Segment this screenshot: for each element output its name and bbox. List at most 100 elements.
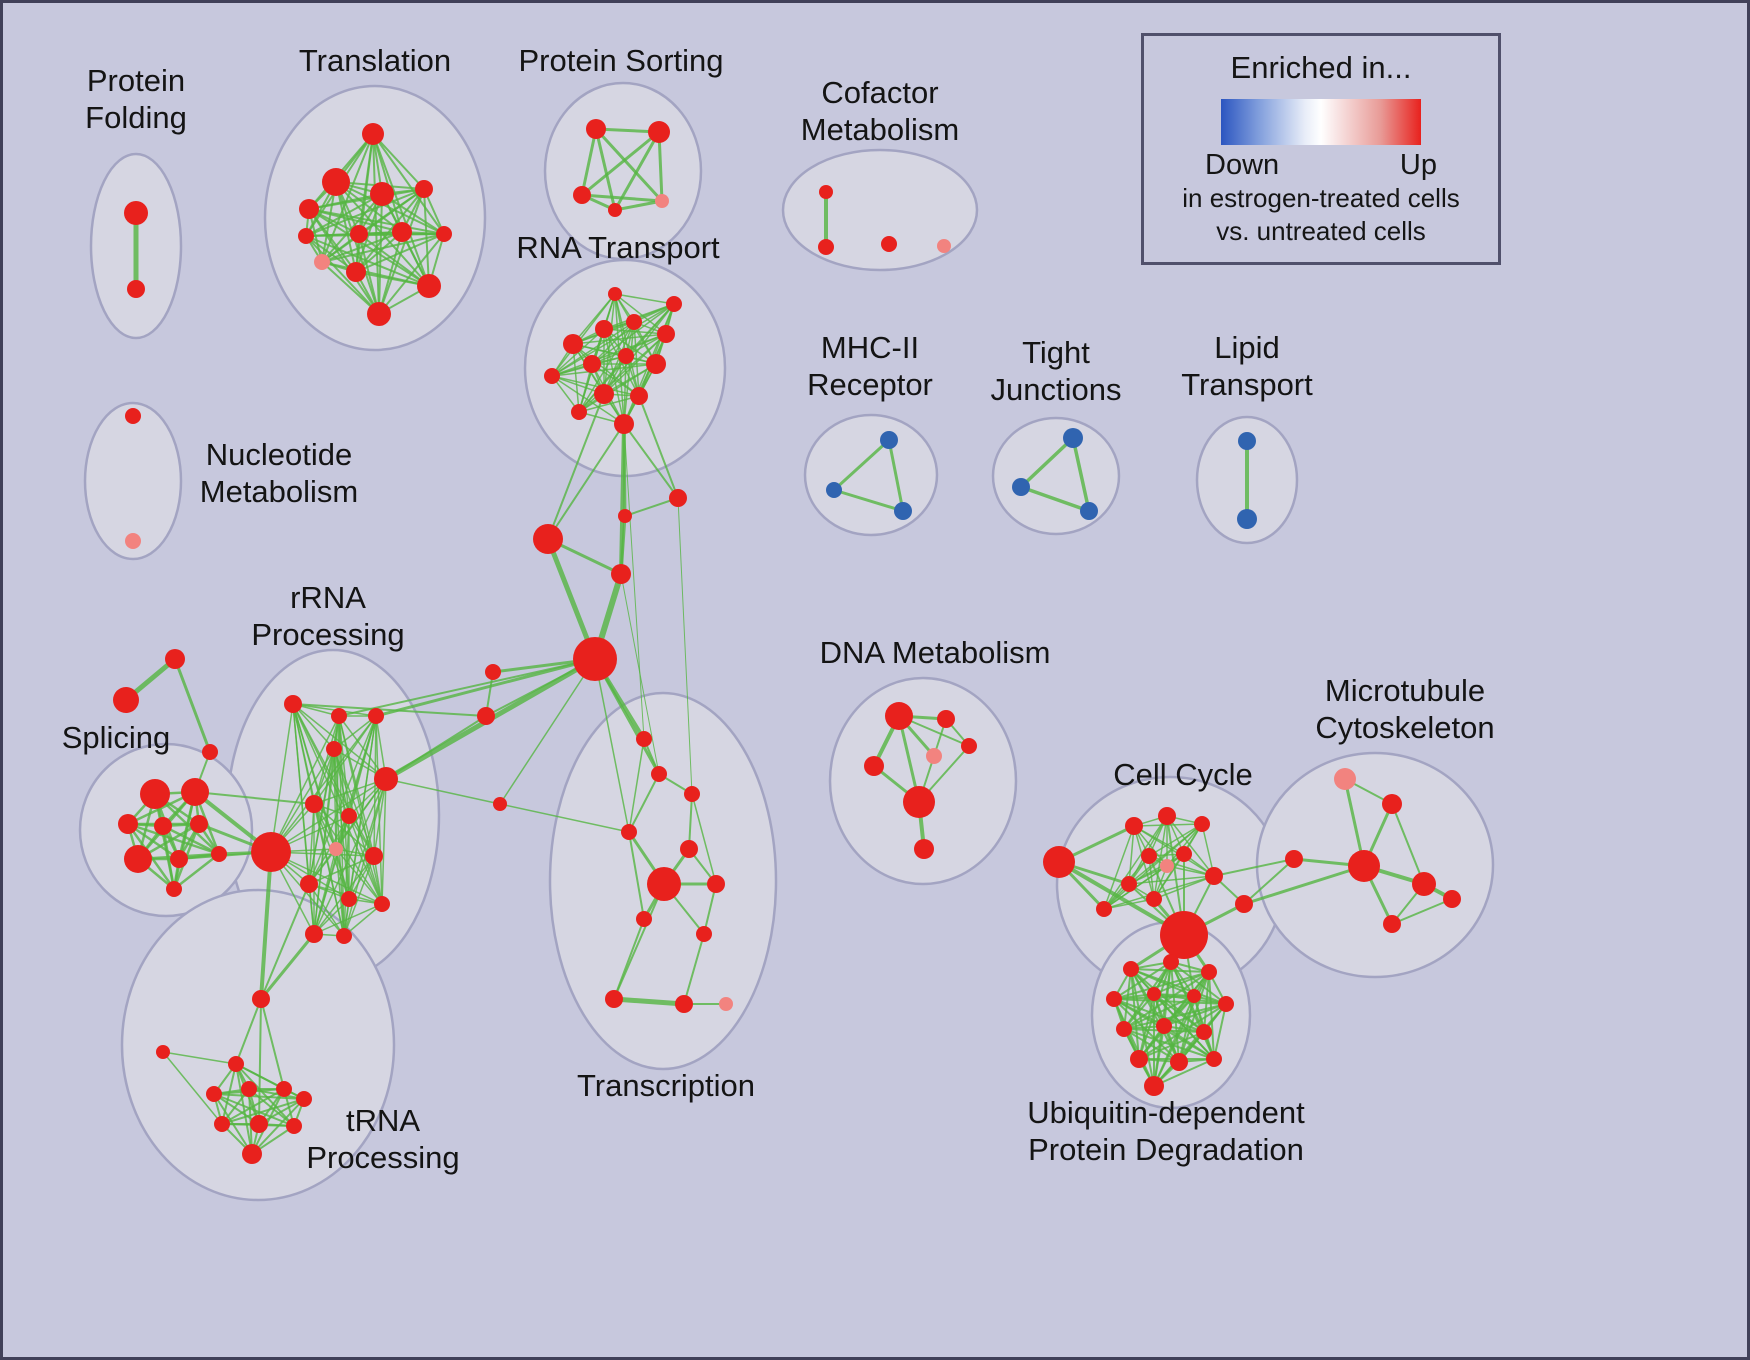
node-tn7 bbox=[214, 1116, 230, 1132]
network-edge bbox=[1153, 995, 1195, 1087]
node-cc2 bbox=[1125, 817, 1143, 835]
network-edge bbox=[305, 235, 380, 315]
cluster-rna-transport-label: RNA Transport bbox=[516, 230, 720, 265]
node-rt6 bbox=[618, 348, 634, 364]
network-edge bbox=[1163, 1025, 1215, 1060]
node-t2 bbox=[113, 687, 139, 713]
network-edge bbox=[343, 815, 350, 937]
node-rt3 bbox=[626, 314, 642, 330]
network-edge bbox=[887, 438, 905, 513]
network-edge bbox=[578, 333, 667, 413]
node-ub1 bbox=[1123, 961, 1139, 977]
network-edge bbox=[355, 271, 430, 287]
node-ps3 bbox=[573, 186, 591, 204]
network-edge bbox=[381, 778, 387, 905]
node-tn6 bbox=[296, 1091, 312, 1107]
node-cc5 bbox=[1141, 848, 1157, 864]
node-sc bbox=[611, 564, 631, 584]
network-edge bbox=[613, 199, 664, 212]
network-edge bbox=[270, 851, 383, 905]
node-cm1 bbox=[819, 185, 833, 199]
network-edge bbox=[1123, 1003, 1227, 1030]
network-edge bbox=[313, 903, 383, 935]
network-edge bbox=[235, 998, 262, 1065]
node-rr14 bbox=[305, 925, 323, 943]
network-edge bbox=[628, 831, 645, 920]
network-edge bbox=[372, 133, 430, 287]
node-tn11 bbox=[156, 1045, 170, 1059]
node-pf2 bbox=[127, 280, 145, 298]
node-rr2 bbox=[331, 708, 347, 724]
node-ub8 bbox=[1116, 1021, 1132, 1037]
network-edge bbox=[305, 188, 425, 237]
node-rt5 bbox=[583, 355, 601, 373]
node-sf bbox=[493, 797, 507, 811]
node-sp6 bbox=[124, 845, 152, 873]
node-sp4 bbox=[154, 817, 172, 835]
network-edge bbox=[308, 815, 350, 885]
network-edge bbox=[308, 883, 345, 937]
network-edge bbox=[688, 793, 693, 850]
node-rr4 bbox=[326, 741, 342, 757]
network-edge bbox=[321, 261, 380, 315]
node-ub14 bbox=[1144, 1076, 1164, 1096]
network-edge bbox=[578, 293, 616, 413]
cluster-translation-label: Translation bbox=[299, 43, 451, 78]
node-dm7 bbox=[914, 839, 934, 859]
network-edge bbox=[1166, 815, 1215, 877]
network-edge bbox=[305, 233, 445, 237]
network-edge bbox=[338, 715, 383, 905]
network-edge bbox=[1163, 1003, 1227, 1027]
network-edge bbox=[623, 321, 635, 425]
node-sp7 bbox=[170, 850, 188, 868]
network-edge bbox=[355, 231, 403, 273]
legend-gradient-bar bbox=[1221, 99, 1421, 145]
network-edge bbox=[1213, 1003, 1227, 1060]
node-tr10 bbox=[417, 274, 441, 298]
network-edge bbox=[372, 133, 425, 190]
node-dm6 bbox=[903, 786, 935, 818]
node-tn3 bbox=[206, 1086, 222, 1102]
node-mc6 bbox=[1443, 890, 1461, 908]
network-edge bbox=[551, 375, 625, 425]
network-edge bbox=[591, 303, 675, 365]
network-edge bbox=[614, 293, 675, 305]
network-edge bbox=[308, 188, 425, 210]
node-mc5 bbox=[1412, 872, 1436, 896]
node-cc9 bbox=[1205, 867, 1223, 885]
network-edge bbox=[547, 393, 605, 540]
node-ub5 bbox=[1147, 987, 1161, 1001]
network-edge bbox=[578, 363, 657, 413]
network-edge bbox=[1170, 961, 1215, 1060]
network-edge bbox=[348, 778, 387, 900]
network-edge bbox=[638, 395, 679, 499]
node-tr3 bbox=[299, 199, 319, 219]
network-edge bbox=[162, 1051, 237, 1065]
node-tx2 bbox=[651, 766, 667, 782]
node-lt2 bbox=[1237, 509, 1257, 529]
network-edge bbox=[628, 738, 645, 833]
node-ub11 bbox=[1130, 1050, 1148, 1068]
node-pf1 bbox=[124, 201, 148, 225]
network-edge bbox=[1153, 971, 1210, 995]
node-tx4 bbox=[621, 824, 637, 840]
network-edge bbox=[1113, 971, 1210, 1000]
node-ub6 bbox=[1187, 989, 1201, 1003]
network-edge bbox=[321, 193, 383, 263]
network-edge bbox=[551, 375, 640, 397]
network-edge bbox=[624, 497, 679, 517]
node-ub12 bbox=[1170, 1053, 1188, 1071]
network-edge bbox=[1057, 860, 1186, 937]
node-ub2 bbox=[1163, 954, 1179, 970]
node-rr9 bbox=[329, 842, 343, 856]
network-edge bbox=[1391, 898, 1453, 925]
node-rt9 bbox=[630, 387, 648, 405]
network-edge bbox=[270, 748, 335, 853]
network-edge bbox=[547, 423, 625, 540]
node-sp9 bbox=[166, 881, 182, 897]
cluster-trna-processing-ellipse bbox=[120, 888, 396, 1202]
